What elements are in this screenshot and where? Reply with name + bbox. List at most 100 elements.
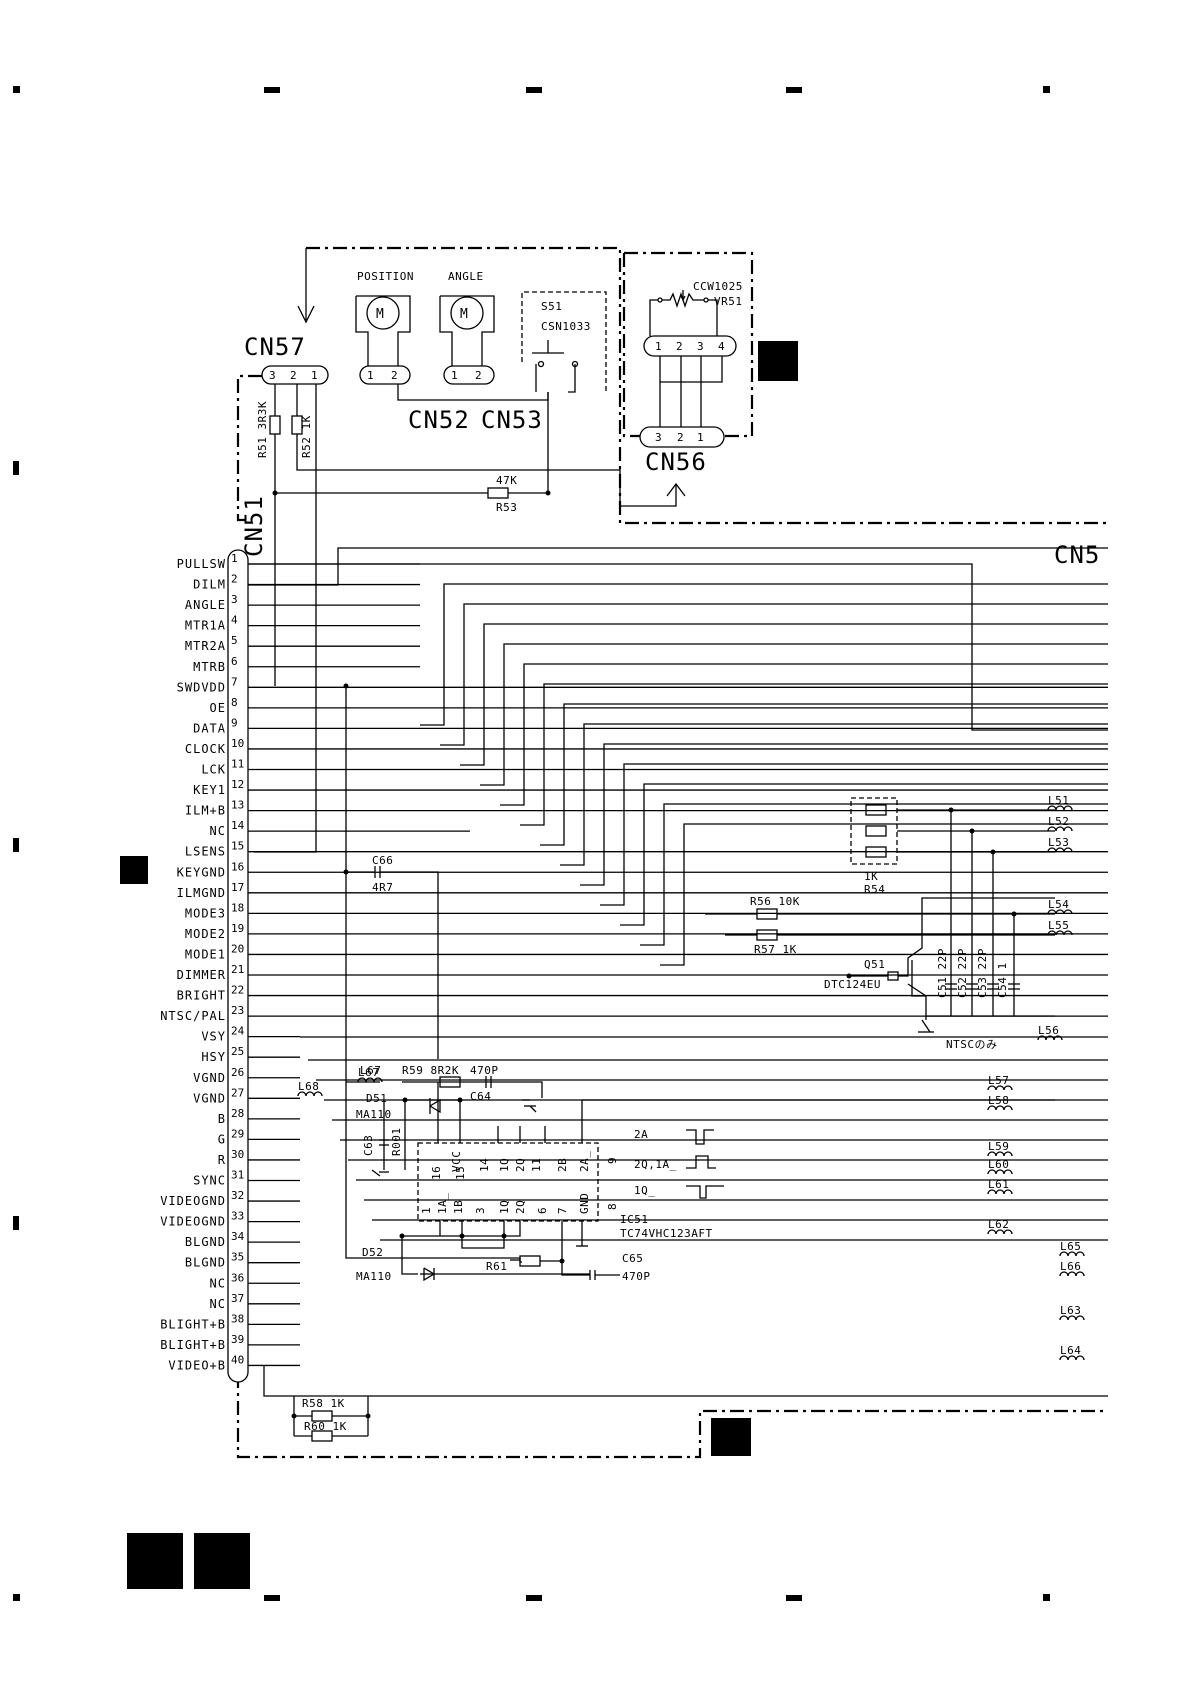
svg-text:IC51: IC51 — [620, 1213, 649, 1226]
pin-label: SWDVDD — [177, 680, 226, 694]
svg-text:C65: C65 — [622, 1252, 643, 1265]
inductor-label: L52 — [1048, 815, 1069, 828]
svg-text:R56 10K: R56 10K — [750, 895, 800, 908]
svg-text:2: 2 — [391, 369, 398, 382]
bus-trace — [640, 803, 1108, 946]
inductor: L66 — [1059, 1260, 1085, 1277]
pin-number: 25 — [231, 1045, 244, 1058]
pin-label: LSENS — [185, 845, 226, 859]
pin-number: 4 — [231, 614, 238, 627]
bus-trace — [660, 823, 1108, 966]
svg-text:MA110: MA110 — [356, 1270, 392, 1283]
pin-row: LSENS 15 — [185, 840, 1108, 859]
bus-trace — [560, 723, 1108, 866]
pin-label: BLGND — [185, 1256, 226, 1270]
pin-number: 22 — [231, 984, 244, 997]
svg-text:15: 15 — [454, 1166, 467, 1180]
inductor: L60 — [987, 1158, 1013, 1175]
pin-label: ANGLE — [185, 598, 226, 612]
inductor-label: L59 — [988, 1140, 1009, 1153]
inductor: L52 — [1047, 815, 1073, 832]
svg-text:1B: 1B — [452, 1200, 465, 1214]
pin-number: 33 — [231, 1210, 244, 1223]
svg-text:C63: C63 — [362, 1135, 375, 1156]
pin-number: 31 — [231, 1169, 244, 1182]
board-outline — [236, 246, 1108, 1459]
svg-text:470P: 470P — [622, 1270, 651, 1283]
svg-text:1: 1 — [311, 369, 318, 382]
pin-number: 18 — [231, 901, 244, 914]
inductor-label: L62 — [988, 1218, 1009, 1231]
pin-number: 15 — [231, 840, 244, 853]
bus-trace — [620, 783, 1108, 926]
inductor: L57 — [987, 1074, 1013, 1091]
pin-number: 30 — [231, 1148, 244, 1161]
pin-number: 35 — [231, 1251, 244, 1264]
svg-text:C51 22P: C51 22P — [936, 948, 949, 998]
pin-number: 1 — [231, 552, 238, 565]
pin-row: VIDEOGND 33 — [160, 1210, 300, 1229]
pin-number: 5 — [231, 634, 238, 647]
pin-number: 29 — [231, 1127, 244, 1140]
svg-text:4R7: 4R7 — [372, 881, 393, 894]
svg-text:S51: S51 — [541, 300, 562, 313]
pullsw-trace — [248, 563, 1108, 731]
svg-text:D52: D52 — [362, 1246, 383, 1259]
bus-trace — [480, 643, 1108, 786]
pin-label: VGND — [193, 1071, 226, 1085]
svg-text:1: 1 — [697, 431, 704, 444]
pin-label: SYNC — [193, 1174, 226, 1188]
pin-number: 13 — [231, 799, 244, 812]
svg-text:1: 1 — [367, 369, 374, 382]
svg-text:C52 22P: C52 22P — [956, 948, 969, 998]
pin-label: MODE1 — [185, 947, 226, 961]
inductor-label: L68 — [298, 1080, 319, 1093]
svg-text:3: 3 — [655, 431, 662, 444]
svg-text:2Q: 2Q — [514, 1200, 527, 1214]
svg-text:1Q: 1Q — [498, 1200, 511, 1214]
pin-row: HSY 25 — [201, 1045, 300, 1064]
pin-label: VIDEOGND — [160, 1215, 226, 1229]
pin-label: BLGND — [185, 1235, 226, 1249]
pin-label: NC — [210, 1276, 226, 1290]
svg-text:47K: 47K — [496, 474, 517, 487]
svg-text:1A_: 1A_ — [436, 1193, 449, 1214]
svg-text:MA110: MA110 — [356, 1108, 392, 1121]
svg-text:2A_: 2A_ — [578, 1151, 591, 1172]
cn51-connector: CN51 CN5 — [227, 495, 1099, 1383]
bus-trace — [600, 763, 1108, 906]
svg-text:1: 1 — [420, 1207, 433, 1214]
svg-text:M: M — [460, 307, 468, 322]
inductor-label: L67 — [358, 1066, 379, 1079]
svg-text:VCC: VCC — [450, 1151, 463, 1172]
pin-label: HSY — [201, 1050, 226, 1064]
pin-label: VIDEOGND — [160, 1194, 226, 1208]
pin-number: 9 — [231, 716, 238, 729]
pin-label: ILM+B — [185, 804, 226, 818]
pin-number: 2 — [231, 573, 238, 586]
pin-number: 17 — [231, 881, 244, 894]
pin-label: PULLSW — [177, 557, 226, 571]
svg-text:R001: R001 — [390, 1128, 403, 1157]
svg-text:9: 9 — [606, 1157, 619, 1164]
